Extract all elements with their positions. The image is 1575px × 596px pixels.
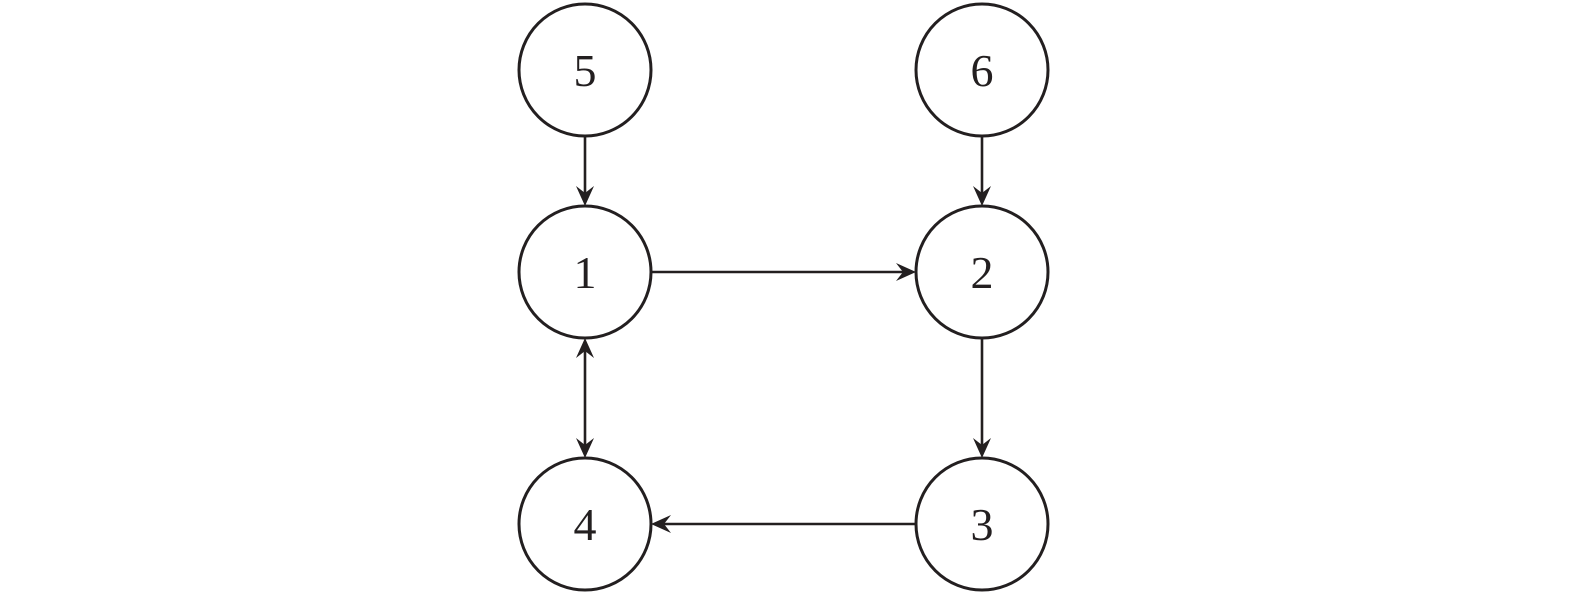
node-circle	[914, 456, 1050, 592]
edge-1-to-4	[576, 338, 594, 458]
arrowhead-icon	[651, 515, 671, 533]
node-3: 3	[914, 456, 1050, 592]
node-circle	[517, 204, 653, 340]
edges-layer	[576, 136, 991, 533]
node-label: 2	[971, 247, 994, 298]
arrowhead-icon	[576, 438, 594, 458]
node-label: 6	[971, 45, 994, 96]
node-4: 4	[517, 456, 653, 592]
node-circle	[517, 2, 653, 138]
edge-3-to-4	[651, 515, 916, 533]
arrowhead-icon	[576, 186, 594, 206]
edge-5-to-1	[576, 136, 594, 206]
arrowhead-icon	[973, 186, 991, 206]
edge-6-to-2	[973, 136, 991, 206]
node-label: 1	[574, 247, 597, 298]
node-5: 5	[517, 2, 653, 138]
edge-1-to-2	[651, 263, 916, 281]
node-circle	[517, 456, 653, 592]
arrowhead-icon	[576, 338, 594, 358]
node-label: 3	[971, 499, 994, 550]
node-2: 2	[914, 204, 1050, 340]
nodes-layer: 5 6 1 2 4 3	[517, 2, 1050, 592]
edge-2-to-3	[973, 338, 991, 458]
arrowhead-icon	[973, 438, 991, 458]
node-label: 4	[574, 499, 597, 550]
node-circle	[914, 2, 1050, 138]
arrowhead-icon	[896, 263, 916, 281]
node-1: 1	[517, 204, 653, 340]
node-circle	[914, 204, 1050, 340]
node-label: 5	[574, 45, 597, 96]
node-6: 6	[914, 2, 1050, 138]
